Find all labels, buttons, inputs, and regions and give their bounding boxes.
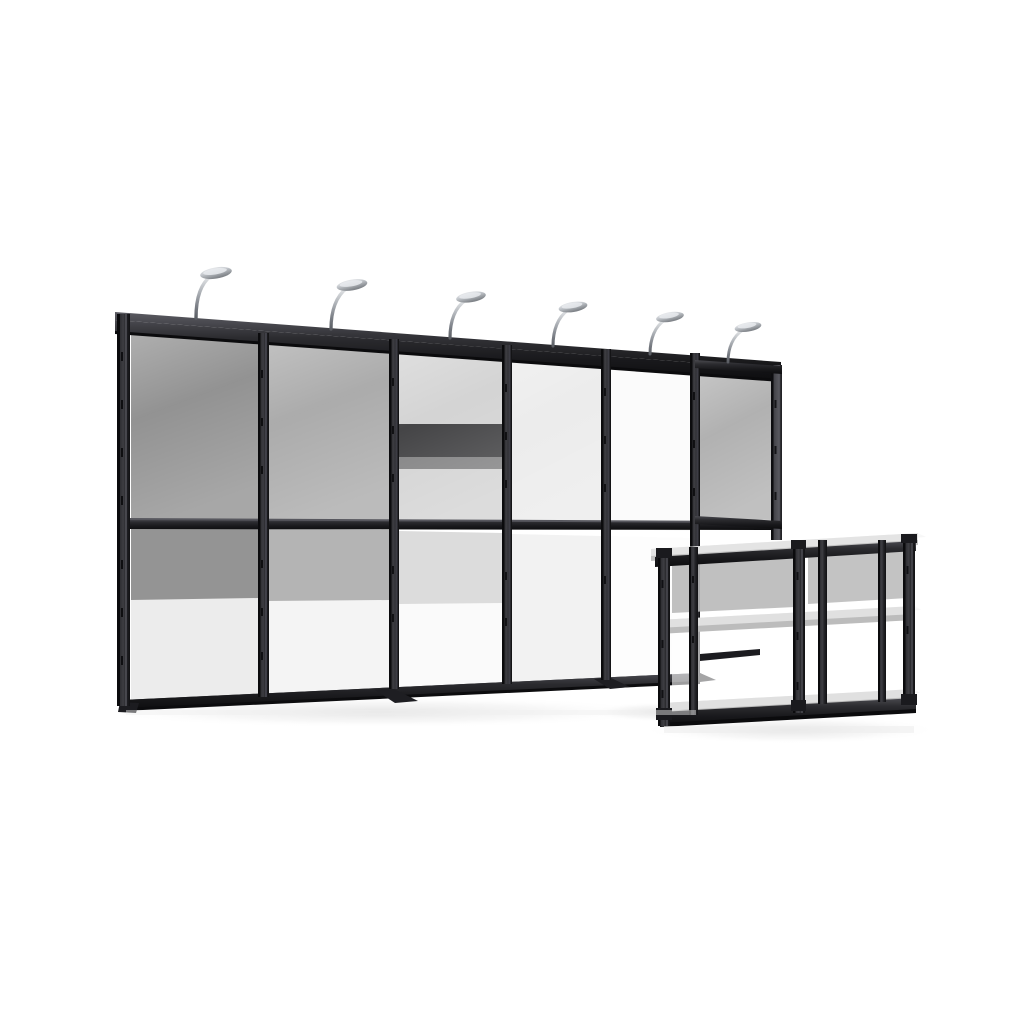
panel-upper-bay-6-sheen: [700, 369, 772, 520]
wall-panels-lower: [131, 528, 690, 700]
shelving-unit[interactable]: [651, 533, 926, 727]
shelf-bay1-back-upper: [672, 548, 795, 613]
panel-lower-bay-1-fade: [131, 598, 258, 700]
wall-posts: [117, 314, 782, 706]
lamp-arm-3: [448, 298, 468, 340]
wall-panels-upper: [131, 330, 772, 531]
shelving-base-rail: [660, 698, 916, 726]
mid-rail-top-highlight: [122, 518, 776, 523]
lamp-head-4-hi: [561, 302, 583, 309]
lamp-2[interactable]: [329, 277, 368, 331]
wall-bay-6-open-frame: [695, 360, 782, 529]
lamp-arm-6: [726, 328, 745, 364]
lamp-head-5-hi: [659, 312, 679, 319]
shelving-post-left-front[interactable]: [658, 551, 670, 726]
lamp-head-1-hi: [203, 267, 227, 276]
display-wall[interactable]: [115, 312, 782, 713]
panel-upper-bay-4-sheen: [512, 347, 601, 529]
bay6-top-rail: [695, 360, 782, 374]
bottom-rail-dark-edge: [122, 681, 700, 711]
middle-shelf-front-edge: [658, 606, 915, 630]
panel-lower-bay-4[interactable]: [512, 534, 601, 683]
lamp-head-2-hi: [339, 280, 363, 287]
wall-post-7[interactable]: [771, 365, 782, 540]
foot-plate-2: [375, 688, 418, 703]
top-rail-top-face: [115, 312, 781, 369]
panel-lower-bay-2-fade: [268, 600, 389, 695]
bottom-rail-front-face: [122, 673, 700, 710]
lamp-4[interactable]: [551, 300, 588, 348]
panel-upper-bay-1-sheen: [131, 330, 258, 521]
panel-upper-bay-2-sheen: [268, 336, 389, 524]
wall-post-1[interactable]: [117, 314, 130, 706]
lamp-arm-4: [551, 308, 570, 348]
floor-reflections: [126, 710, 914, 733]
wall-top-rail[interactable]: [115, 312, 781, 382]
top-shelf-front-edge: [651, 533, 918, 558]
middle-shelf-under: [658, 614, 915, 634]
lamp-head-3-hi: [459, 292, 481, 299]
top-rail-shadow-edge: [115, 331, 781, 382]
display-lamps[interactable]: [194, 265, 762, 364]
shelving-post-middle-front[interactable]: [793, 543, 805, 713]
bottom-shelf-front-edge: [662, 689, 914, 713]
shelving-top-rail: [655, 541, 916, 567]
shelving-post-right-front[interactable]: [903, 537, 915, 705]
lamp-arm-1: [194, 274, 213, 320]
top-rail-front-face: [115, 320, 781, 381]
lamp-1[interactable]: [194, 265, 233, 320]
lamp-5[interactable]: [648, 310, 685, 356]
lamp-arm-5: [648, 318, 667, 356]
wall-post-4[interactable]: [502, 345, 512, 684]
lamp-6[interactable]: [726, 320, 762, 364]
shelving-corner-joints: [656, 534, 917, 720]
wall-post-3[interactable]: [389, 339, 399, 689]
panel-upper-bay-3-sheen: [399, 342, 502, 527]
shelving-middle-shelf[interactable]: [658, 606, 921, 634]
panel-upper-bay-5[interactable]: [611, 351, 690, 531]
lamp-arm-2: [329, 286, 349, 331]
lamp-head-6-hi: [737, 322, 757, 329]
shelving-rear-bracket: [700, 649, 760, 661]
panel-lower-bay-3-fade: [399, 603, 502, 688]
shelving-posts: [658, 537, 915, 726]
lamp-3[interactable]: [448, 290, 487, 340]
wall-post-5[interactable]: [601, 349, 611, 680]
shelving-base-rail-dark: [660, 709, 916, 727]
bay6-bottom-rail: [695, 516, 782, 529]
shelving-post-left-rear[interactable]: [689, 547, 698, 715]
wall-mid-rail[interactable]: [122, 518, 776, 530]
wall-post-2[interactable]: [258, 333, 269, 697]
shelving-post-right-rear[interactable]: [878, 540, 886, 702]
panel-lower-bay-5[interactable]: [611, 536, 690, 679]
shelving-post-middle-rear[interactable]: [818, 540, 827, 704]
shelf-bay1-back-lower: [672, 615, 795, 709]
